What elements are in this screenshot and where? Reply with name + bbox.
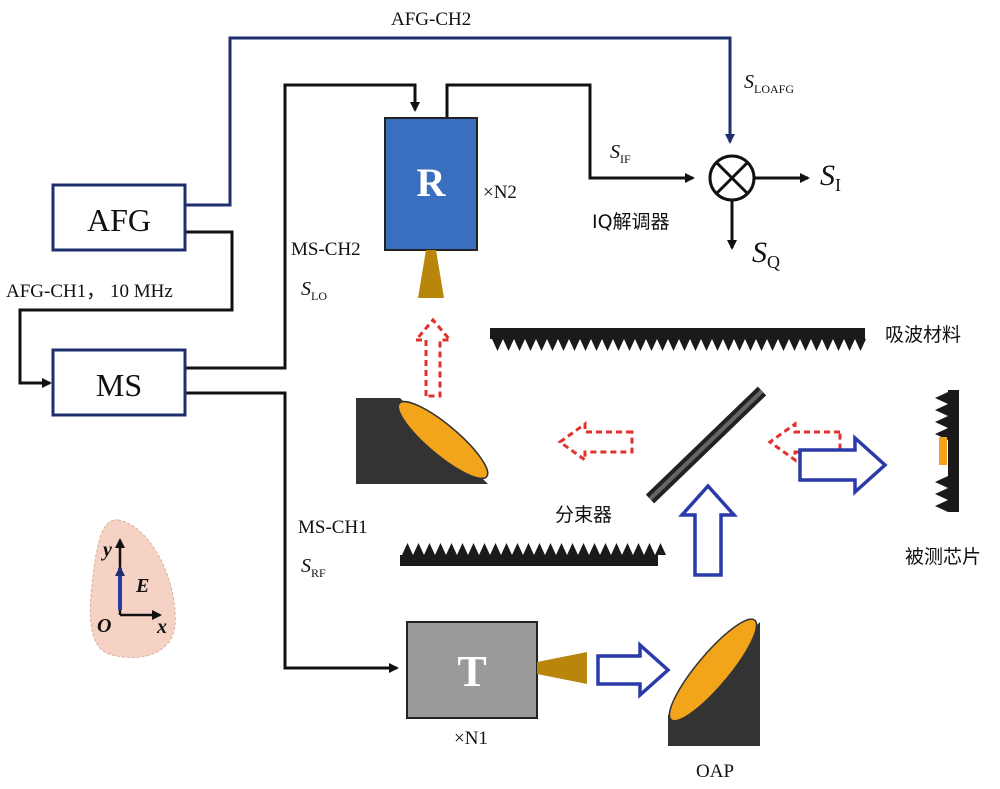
blue-arrow-right-oap <box>598 645 668 695</box>
receiver-horn <box>418 250 444 298</box>
transmitter-horn <box>537 652 587 684</box>
s-rf-label: SRF <box>301 555 326 580</box>
field-e-label: E <box>135 575 149 597</box>
s-loafg-label: SLOAFG <box>744 71 794 96</box>
oap-label: OAP <box>696 761 734 782</box>
ms-ch1-label: MS-CH1 <box>298 517 368 538</box>
red-arrow-up <box>416 320 450 396</box>
beam-splitter-highlight <box>650 391 762 499</box>
s-lo-label: SLO <box>301 278 327 303</box>
oap-mirror-lower <box>659 610 767 746</box>
oap-mirror-upper <box>356 392 496 488</box>
ms-label: MS <box>96 367 142 403</box>
ms-ch2-wire <box>185 85 415 368</box>
axis-x-label: x <box>156 616 167 638</box>
s-q-label: SQ <box>752 236 780 272</box>
if-wire <box>447 85 693 178</box>
afg-ch2-label: AFG-CH2 <box>391 9 471 30</box>
dut-chip <box>939 437 947 465</box>
red-arrow-left-center <box>560 424 632 460</box>
s-if-label: SIF <box>610 141 631 166</box>
axis-origin-label: O <box>97 615 111 637</box>
iq-demodulator-label: IQ解调器 <box>592 211 670 233</box>
dut-label: 被测芯片 <box>905 546 981 568</box>
absorber-top <box>490 328 866 351</box>
receiver-label: R <box>417 160 447 205</box>
n1-label: ×N1 <box>454 728 488 749</box>
absorber-label: 吸波材料 <box>885 324 961 346</box>
afg-label: AFG <box>87 202 151 238</box>
ms-ch2-label: MS-CH2 <box>291 239 361 260</box>
axis-y-label: y <box>101 539 112 561</box>
n2-label: ×N2 <box>483 182 517 203</box>
s-i-label: SI <box>820 159 841 195</box>
absorber-bottom <box>400 543 666 566</box>
transmitter-label: T <box>457 647 486 696</box>
blue-arrow-up <box>682 486 734 575</box>
afg-ch1-label: AFG-CH1， 10 MHz <box>6 281 173 302</box>
beam-splitter-label: 分束器 <box>555 504 612 526</box>
